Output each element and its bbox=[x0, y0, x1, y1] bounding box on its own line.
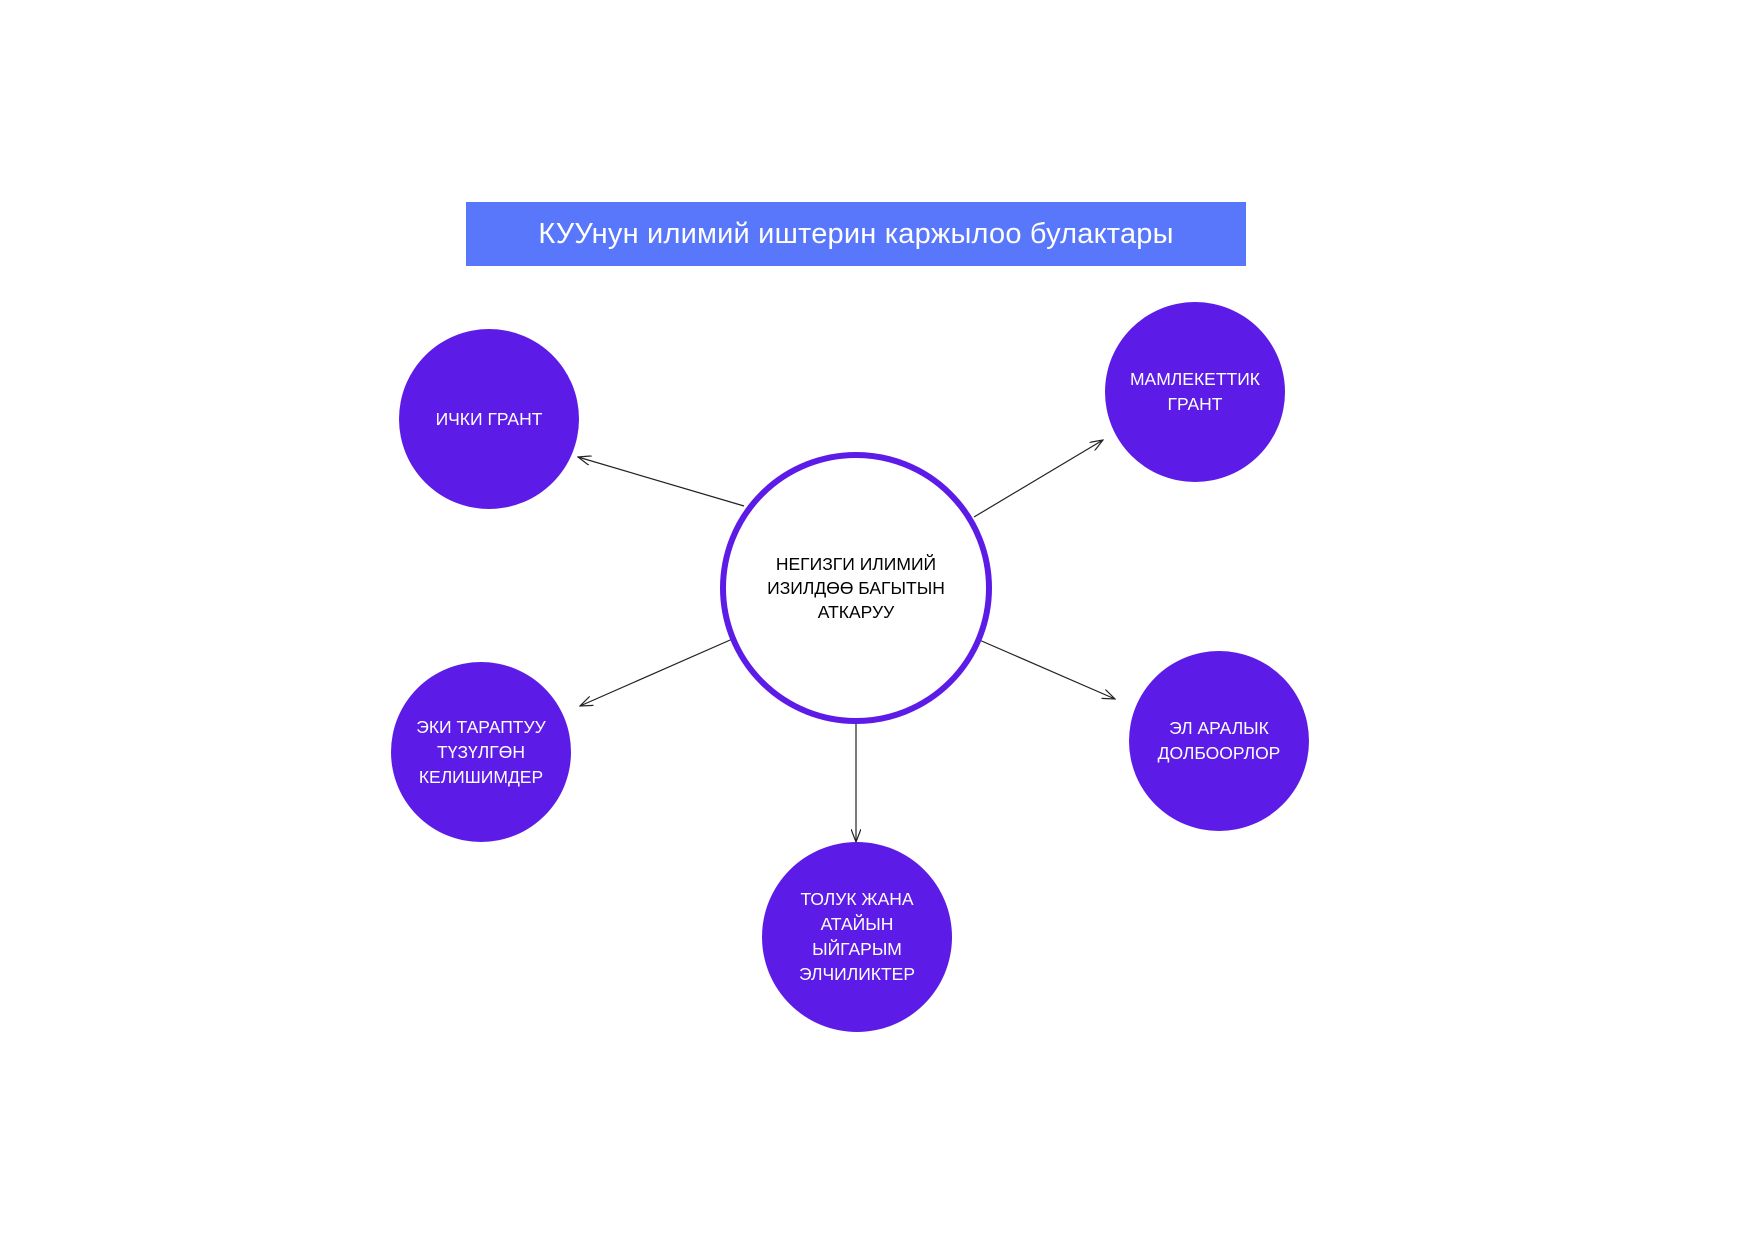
node-international-projects-label: ЭЛ АРАЛЫК ДОЛБООРЛОР bbox=[1157, 718, 1281, 763]
node-international-projects: ЭЛ АРАЛЫК ДОЛБООРЛОР bbox=[1129, 651, 1309, 831]
arrow-to-bilateral-agreements bbox=[580, 636, 738, 706]
arrow-to-internal-grant bbox=[578, 457, 745, 507]
node-embassies-label: ТОЛУК ЖАНА АТАЙЫН ЫЙГАРЫМ ЭЛЧИЛИКТЕР bbox=[798, 889, 915, 984]
node-bilateral-agreements-label: ЭКИ ТАРАПТУУ ТҮЗҮЛГӨН КЕЛИШИМДЕР bbox=[416, 716, 546, 787]
arrow-to-state-grant bbox=[973, 440, 1103, 518]
node-bilateral-agreements: ЭКИ ТАРАПТУУ ТҮЗҮЛГӨН КЕЛИШИМДЕР bbox=[391, 662, 571, 842]
node-internal-grant-label: ИЧКИ ГРАНТ bbox=[435, 408, 543, 429]
node-internal-grant: ИЧКИ ГРАНТ bbox=[399, 329, 579, 509]
diagram-title-text: КУУнун илимий иштерин каржылоо булактары bbox=[538, 217, 1174, 250]
arrow-to-international-projects bbox=[976, 638, 1115, 699]
node-state-grant-label: МАМЛЕКЕТТИК ГРАНТ bbox=[1129, 369, 1260, 414]
diagram-title: КУУнун илимий иштерин каржылоо булактары bbox=[466, 202, 1246, 266]
center-node: НЕГИЗГИ ИЛИМИЙ ИЗИЛДӨӨ БАГЫТЫН АТКАРУУ bbox=[720, 452, 992, 724]
node-state-grant: МАМЛЕКЕТТИК ГРАНТ bbox=[1105, 302, 1285, 482]
center-node-label: НЕГИЗГИ ИЛИМИЙ ИЗИЛДӨӨ БАГЫТЫН АТКАРУУ bbox=[767, 554, 945, 622]
node-embassies: ТОЛУК ЖАНА АТАЙЫН ЫЙГАРЫМ ЭЛЧИЛИКТЕР bbox=[762, 842, 952, 1032]
